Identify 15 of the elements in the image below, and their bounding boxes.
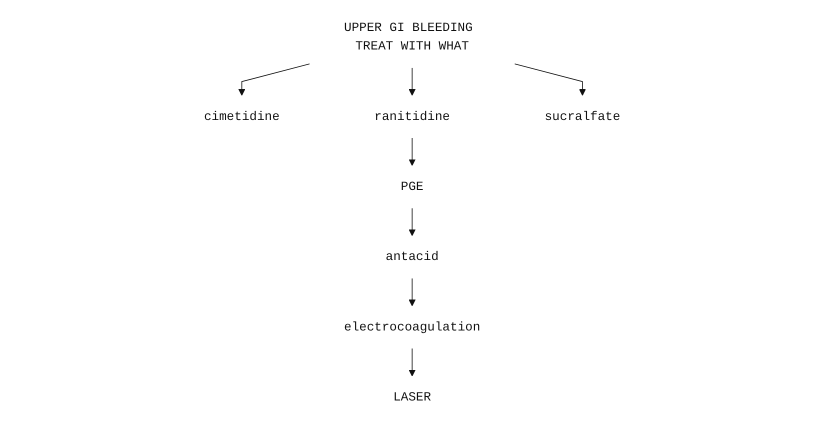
node-text: UPPER GI BLEEDING TREAT WITH WHAT [344,20,473,54]
arrow [408,348,416,376]
arrow [514,63,586,96]
arrow [408,208,416,236]
arrow [408,138,416,166]
node-text: sucralfate [544,110,620,124]
arrow [408,67,416,96]
node-text: electrocoagulation [344,320,480,334]
arrow [238,63,310,96]
node-text: cimetidine [204,110,280,124]
node-text: PGE [400,180,424,194]
node-text: LASER [393,390,431,404]
node-text: ranitidine [374,110,450,124]
arrow [408,278,416,306]
node-text: antacid [386,250,438,264]
